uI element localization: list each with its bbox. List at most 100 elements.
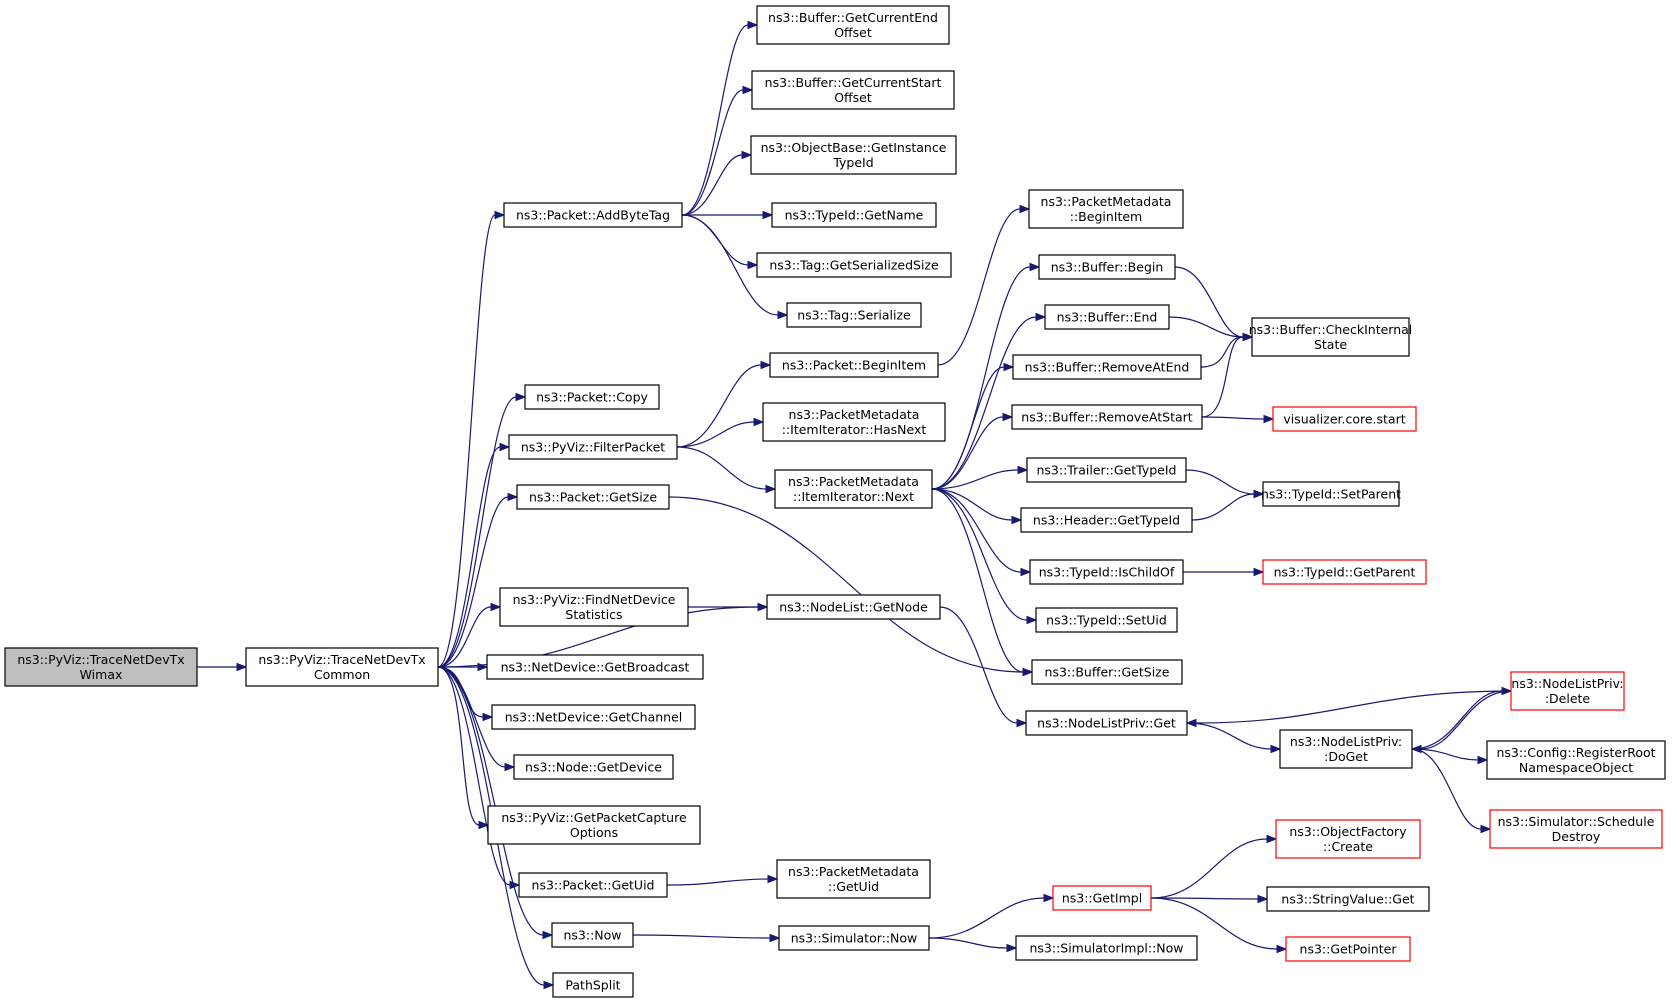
- node-ns3-simulatorimpl-now[interactable]: ns3::SimulatorImpl::Now: [1015, 935, 1198, 961]
- arrow-head-icon: [494, 210, 506, 220]
- node-ns3-typeid-getparent[interactable]: ns3::TypeId::GetParent: [1262, 559, 1427, 585]
- node-ns3-netdevice-getchannel[interactable]: ns3::NetDevice::GetChannel: [491, 704, 696, 730]
- arrow-head-icon: [1020, 567, 1032, 577]
- node-box: [1266, 886, 1430, 912]
- edge-n0-n1: [196, 662, 248, 672]
- node-ns3-nodelist-getnode[interactable]: ns3::NodeList::GetNode: [766, 594, 941, 620]
- node-box: [1251, 317, 1410, 357]
- node-label: ns3::PyViz::GetPacketCapture: [501, 810, 687, 825]
- edge-line: [668, 496, 1024, 673]
- edge-line: [437, 496, 509, 668]
- node-label: ns3::NodeListPriv:: [1511, 676, 1623, 691]
- node-ns3-nodelistpriv-doget[interactable]: ns3::NodeListPriv::DoGet: [1279, 729, 1413, 769]
- node-label: ns3::ObjectFactory: [1289, 824, 1407, 839]
- node-ns3-nodelistpriv-get[interactable]: ns3::NodeListPriv::Get: [1025, 710, 1188, 736]
- node-label: ns3::PacketMetadata: [788, 864, 919, 879]
- edge-line: [1174, 266, 1244, 338]
- edge-line: [1420, 690, 1512, 750]
- node-ns3-simulator-now[interactable]: ns3::Simulator::Now: [778, 925, 930, 951]
- edge-line: [437, 446, 501, 668]
- node-box: [1052, 885, 1152, 911]
- node-visualizer-core-start[interactable]: visualizer.core.start: [1272, 406, 1417, 432]
- node-label: ns3::Buffer::GetCurrentEnd: [768, 10, 938, 25]
- edge-line: [928, 937, 1008, 949]
- edge-line: [931, 488, 1022, 573]
- node-ns3-getimpl[interactable]: ns3::GetImpl: [1052, 885, 1152, 911]
- node-label: ns3::GetPointer: [1300, 942, 1398, 957]
- node-ns3-now[interactable]: ns3::Now: [551, 922, 634, 948]
- node-label: ns3::Packet::GetSize: [529, 490, 657, 505]
- arrow-head-icon: [742, 85, 754, 95]
- node-pathsplit[interactable]: PathSplit: [552, 972, 634, 998]
- arrow-head-icon: [499, 442, 511, 452]
- node-ns3-buffer-removeatstart[interactable]: ns3::Buffer::RemoveAtStart: [1011, 404, 1203, 430]
- node-label: Offset: [834, 90, 872, 105]
- arrow-head-icon: [769, 933, 781, 943]
- node-box: [1035, 607, 1178, 633]
- arrow-head-icon: [477, 662, 489, 672]
- node-ns3-typeid-ischildof[interactable]: ns3::TypeId::IsChildOf: [1029, 559, 1184, 585]
- node-ns3-packetmetadata-itemiterator-hasnext[interactable]: ns3::PacketMetadata::ItemIterator::HasNe…: [762, 402, 946, 442]
- edge-line: [681, 214, 779, 316]
- node-ns3-typeid-setparent[interactable]: ns3::TypeId::SetParent: [1261, 481, 1401, 507]
- node-ns3-buffer-begin[interactable]: ns3::Buffer::Begin: [1038, 254, 1176, 280]
- node-ns3-getpointer[interactable]: ns3::GetPointer: [1285, 936, 1411, 962]
- edge-n2-n17: [682, 210, 774, 220]
- node-ns3-typeid-setuid[interactable]: ns3::TypeId::SetUid: [1035, 607, 1178, 633]
- node-ns3-netdevice-getbroadcast[interactable]: ns3::NetDevice::GetBroadcast: [486, 654, 704, 680]
- node-ns3-packet-addbytetag[interactable]: ns3::Packet::AddByteTag: [503, 202, 683, 228]
- node-ns3-packetmetadata-itemiterator-next[interactable]: ns3::PacketMetadata::ItemIterator::Next: [774, 469, 933, 509]
- arrow-head-icon: [1185, 718, 1197, 728]
- node-ns3-packet-beginitem[interactable]: ns3::Packet::BeginItem: [769, 352, 939, 378]
- edge-n36-n43: [1186, 722, 1282, 754]
- node-ns3-node-getdevice[interactable]: ns3::Node::GetDevice: [513, 754, 674, 780]
- node-box: [751, 70, 955, 110]
- edge-line: [931, 366, 1005, 490]
- node-ns3-objectfactory-create[interactable]: ns3::ObjectFactory::Create: [1275, 819, 1421, 859]
- node-label: ns3::Simulator::Now: [791, 931, 918, 946]
- node-ns3-tag-serialize[interactable]: ns3::Tag::Serialize: [786, 302, 922, 328]
- arrow-head-icon: [1029, 262, 1041, 272]
- node-box: [1029, 559, 1184, 585]
- node-ns3-packet-getuid[interactable]: ns3::Packet::GetUid: [518, 872, 668, 898]
- node-label: ns3::Packet::AddByteTag: [516, 208, 670, 223]
- node-box: [518, 872, 668, 898]
- node-ns3-packetmetadata-beginitem[interactable]: ns3::PacketMetadata::BeginItem: [1028, 189, 1184, 229]
- edge-line: [676, 446, 767, 490]
- node-ns3-packet-getsize[interactable]: ns3::Packet::GetSize: [516, 484, 670, 510]
- edge-n4-n22: [676, 446, 777, 494]
- arrow-head-icon: [1003, 362, 1015, 372]
- arrow-head-icon: [1480, 824, 1492, 834]
- node-ns3-trailer-gettypeid[interactable]: ns3::Trailer::GetTypeId: [1026, 457, 1187, 483]
- edge-line: [437, 666, 484, 718]
- node-ns3-buffer-getsize[interactable]: ns3::Buffer::GetSize: [1031, 659, 1183, 685]
- node-label: ns3::ObjectBase::GetInstance: [761, 140, 947, 155]
- edge-line: [931, 488, 1024, 673]
- node-ns3-packet-copy[interactable]: ns3::Packet::Copy: [524, 384, 660, 410]
- node-ns3-nodelistpriv-delete[interactable]: ns3::NodeListPriv::Delete: [1510, 671, 1625, 711]
- node-ns3-tag-getserializedsize[interactable]: ns3::Tag::GetSerializedSize: [756, 252, 952, 278]
- node-ns3-typeid-getname[interactable]: ns3::TypeId::GetName: [771, 202, 937, 228]
- edge-line: [937, 208, 1021, 366]
- node-ns3-stringvalue-get[interactable]: ns3::StringValue::Get: [1266, 886, 1430, 912]
- edge-line: [931, 469, 1019, 490]
- node-ns3-buffer-removeatend[interactable]: ns3::Buffer::RemoveAtEnd: [1012, 354, 1202, 380]
- node-box: [513, 754, 674, 780]
- node-label: ns3::NodeListPriv::Get: [1037, 716, 1176, 731]
- node-ns3-buffer-end[interactable]: ns3::Buffer::End: [1044, 304, 1170, 330]
- node-ns3-packetmetadata-getuid[interactable]: ns3::PacketMetadata::GetUid: [776, 859, 931, 899]
- node-box: [1275, 819, 1421, 859]
- node-ns3-pyviz-filterpacket[interactable]: ns3::PyViz::FilterPacket: [508, 434, 678, 460]
- node-ns3-header-gettypeid[interactable]: ns3::Header::GetTypeId: [1020, 507, 1193, 533]
